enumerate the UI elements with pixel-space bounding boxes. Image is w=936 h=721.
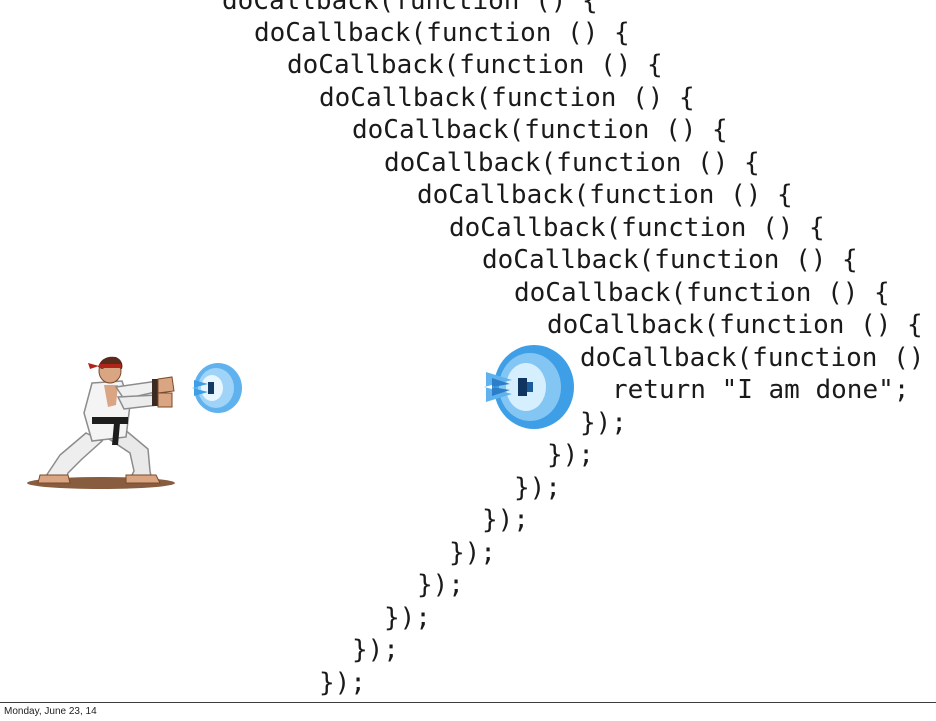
code-line: return "I am done";	[612, 375, 910, 405]
code-line: });	[580, 408, 627, 438]
code-line: });	[547, 440, 594, 470]
code-line: });	[352, 635, 399, 665]
code-line: doCallback(function () {	[580, 343, 936, 373]
code-line: doCallback(function () {	[254, 18, 630, 48]
fireball-small-image	[192, 363, 242, 413]
code-line: doCallback(function () {	[514, 278, 890, 308]
footer: Monday, June 23, 14	[0, 702, 936, 721]
code-line: });	[384, 603, 431, 633]
code-line: doCallback(function () {	[287, 50, 663, 80]
fireball-large-image	[484, 345, 574, 429]
code-line: });	[417, 570, 464, 600]
code-line: });	[482, 505, 529, 535]
code-line: doCallback(function () {	[417, 180, 793, 210]
code-line: });	[449, 538, 496, 568]
code-line: doCallback(function () {	[482, 245, 858, 275]
code-line: doCallback(function () {	[449, 213, 825, 243]
slide: doCallback(function () { doCallback(func…	[27, 0, 936, 698]
code-line: });	[514, 473, 561, 503]
code-line: doCallback(function () {	[222, 0, 598, 16]
footer-date: Monday, June 23, 14	[4, 706, 97, 717]
code-line: doCallback(function () {	[352, 115, 728, 145]
fighter-image	[27, 356, 175, 489]
code-line: doCallback(function () {	[547, 310, 923, 340]
code-line: });	[319, 668, 366, 698]
code-line: doCallback(function () {	[384, 148, 760, 178]
code-line: doCallback(function () {	[319, 83, 695, 113]
